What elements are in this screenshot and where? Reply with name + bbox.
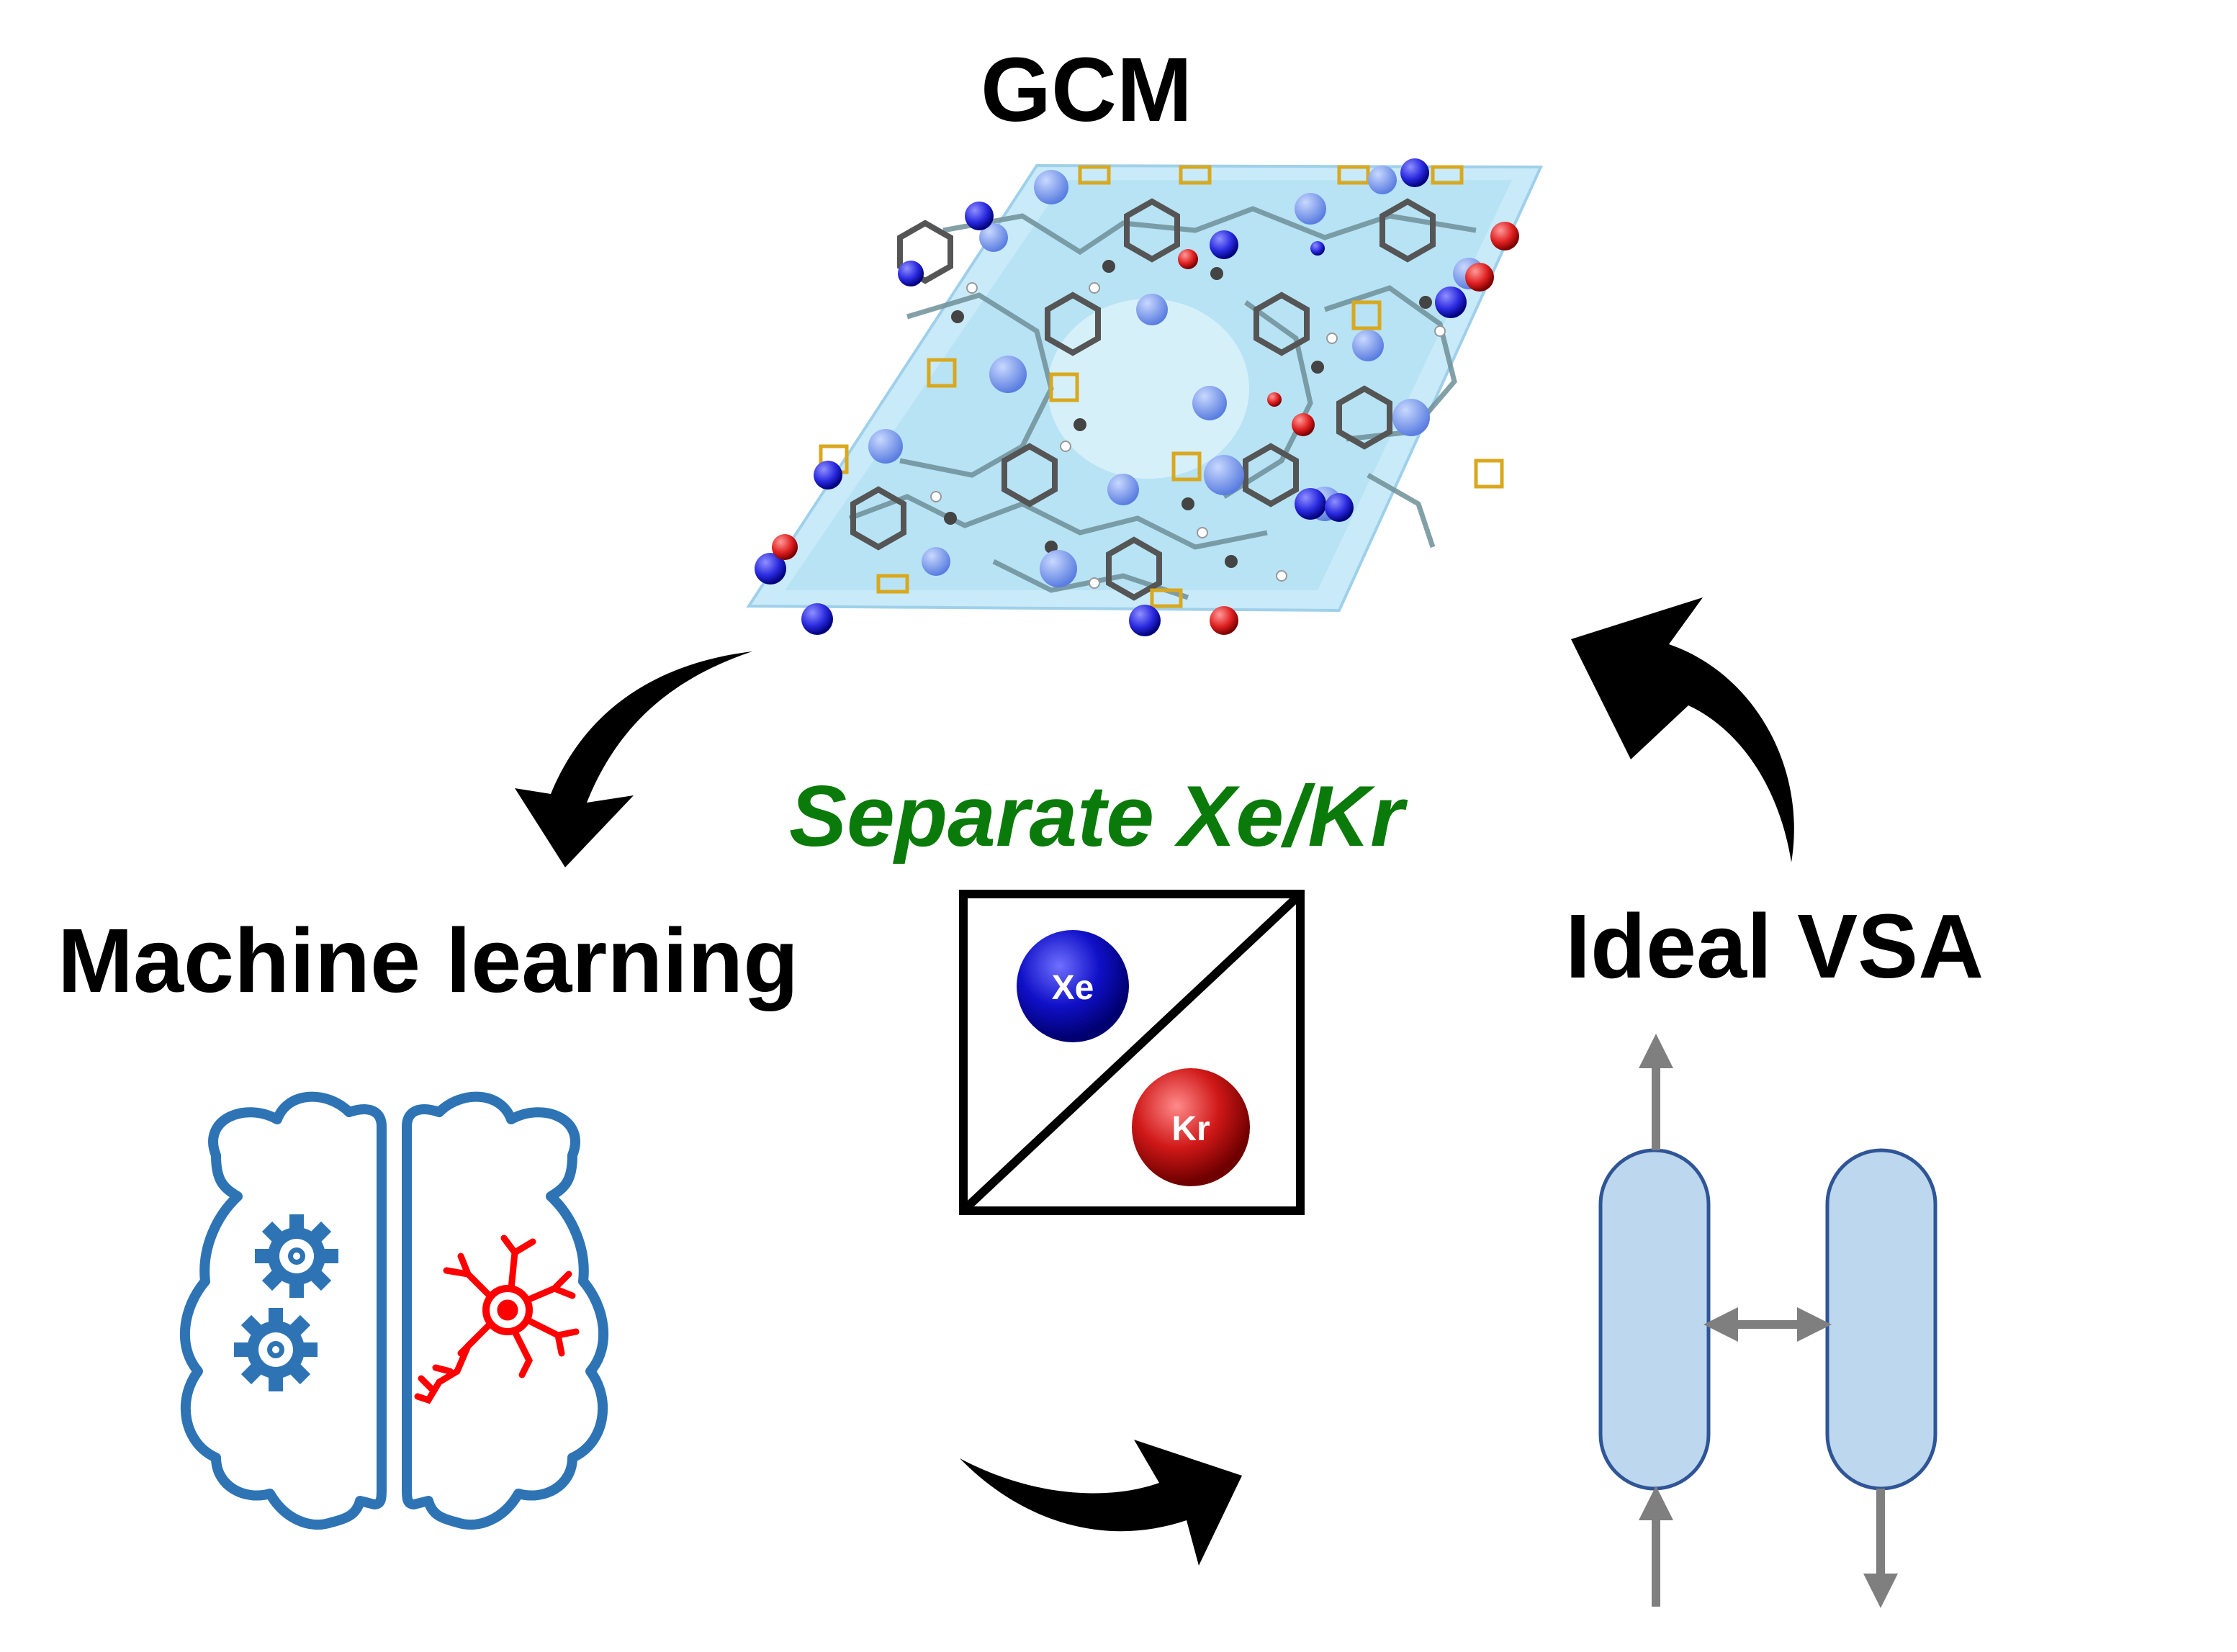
cycle-arrow-gcm-to-ml (515, 651, 752, 867)
neuron-icon (414, 1235, 580, 1404)
crystal-structure-icon (746, 158, 1544, 636)
xe-atom (1017, 930, 1129, 1042)
brain-icon (179, 1091, 609, 1530)
column-right (1825, 1148, 1937, 1491)
gear-icon (234, 1308, 318, 1391)
machine-learning-title: Machine learning (58, 910, 799, 1011)
cycle-arrow-vsa-to-gcm (1571, 597, 1794, 862)
gear-icon (255, 1214, 338, 1298)
ideal-vsa-title: Ideal VSA (1565, 895, 1984, 997)
separation-box (959, 890, 1305, 1215)
adsorption-column-icon (1598, 1034, 1937, 1608)
kr-atom-label: Kr (1171, 1110, 1210, 1148)
cycle-arrow-ml-to-vsa (960, 1440, 1242, 1566)
xe-atom-label: Xe (1052, 969, 1094, 1007)
column-left (1598, 1148, 1711, 1491)
separate-xe-kr-title: Separate Xe/Kr (789, 768, 1404, 865)
gcm-title: GCM (981, 39, 1192, 140)
kr-atom (1132, 1068, 1250, 1186)
